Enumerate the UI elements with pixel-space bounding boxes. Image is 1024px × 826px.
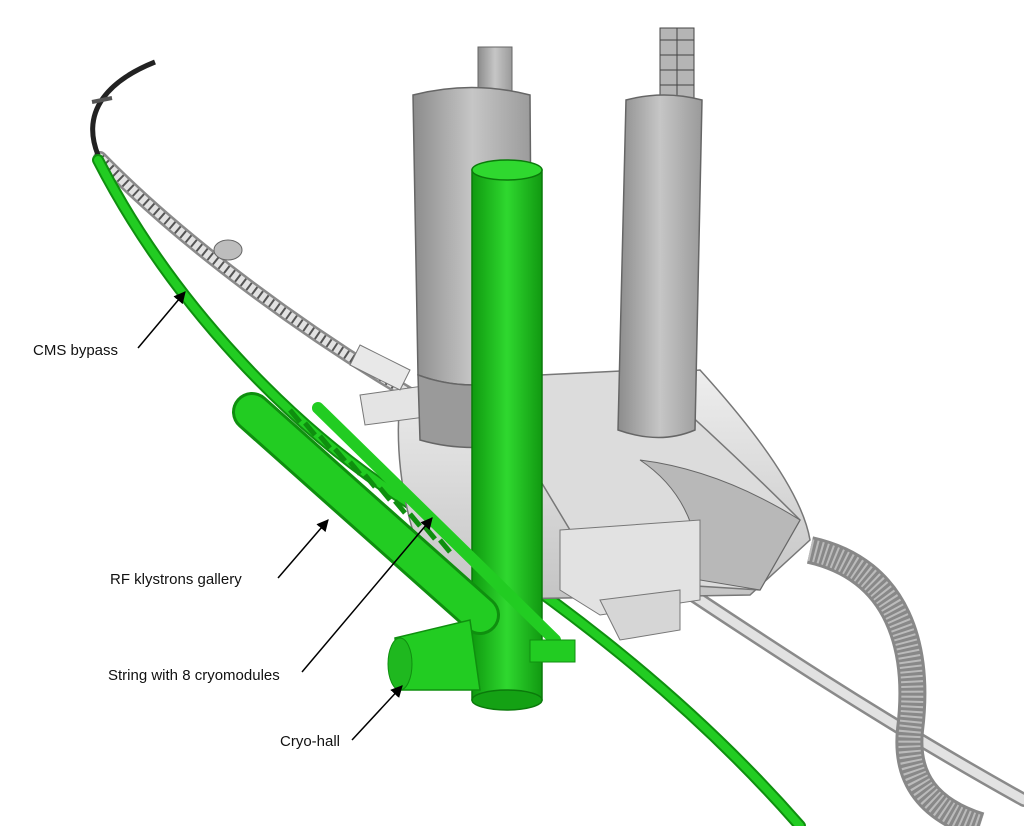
- rf-klystrons-gallery: [232, 392, 500, 635]
- annotation-arrows: [137, 291, 433, 741]
- cryomodule-string: [312, 402, 561, 646]
- far-beam-line: [90, 59, 156, 156]
- cms-bypass-label: CMS bypass: [33, 342, 118, 359]
- cryo-hall: [387, 619, 576, 691]
- cryo-hall-label: Cryo-hall: [280, 733, 340, 750]
- rf-klystrons-gallery-label: RF klystrons gallery: [110, 571, 242, 588]
- access-shaft-right: [617, 27, 703, 439]
- tunnel-chamber: [213, 239, 243, 261]
- beam-dump-stub: [91, 96, 113, 104]
- cryomodule-string-label: String with 8 cryomodules: [108, 667, 280, 684]
